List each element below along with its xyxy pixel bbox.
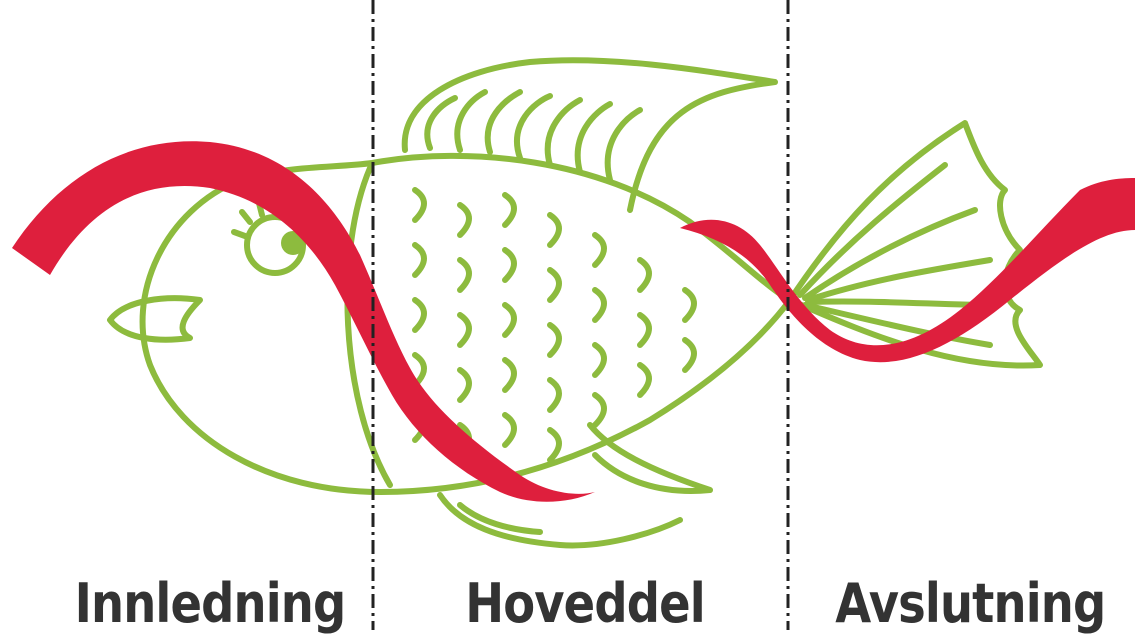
fish-scale xyxy=(460,260,469,290)
fish-scale xyxy=(415,245,424,275)
fish-scale xyxy=(460,370,469,400)
fish-scale xyxy=(595,395,604,425)
fish-scale xyxy=(505,195,514,225)
fish-scale xyxy=(685,290,694,320)
fish-scale xyxy=(415,190,424,220)
fish-scale xyxy=(505,415,514,445)
fish-scale xyxy=(505,250,514,280)
fish-scale xyxy=(550,430,559,460)
red-ribbon xyxy=(12,141,1135,502)
fish-scale xyxy=(505,305,514,335)
fish-scale xyxy=(640,315,649,345)
fish-scale xyxy=(415,300,424,330)
fish-scale xyxy=(595,345,604,375)
fish-scale xyxy=(460,315,469,345)
label-intro: Innledning xyxy=(75,572,316,635)
label-main: Hoveddel xyxy=(465,572,706,635)
fish-scale xyxy=(595,290,604,320)
fish-scale xyxy=(640,365,649,395)
fish-scale xyxy=(640,260,649,290)
fish-scale xyxy=(460,205,469,235)
fish-scale xyxy=(550,270,559,300)
fish-scale xyxy=(550,215,559,245)
fish-scale xyxy=(550,325,559,355)
fish-scale xyxy=(550,380,559,410)
fish-scale xyxy=(685,340,694,370)
label-conclusion: Avslutning xyxy=(835,572,1084,635)
fish-outline xyxy=(110,60,1040,545)
fish-scale xyxy=(595,235,604,265)
fish-scale xyxy=(505,360,514,390)
